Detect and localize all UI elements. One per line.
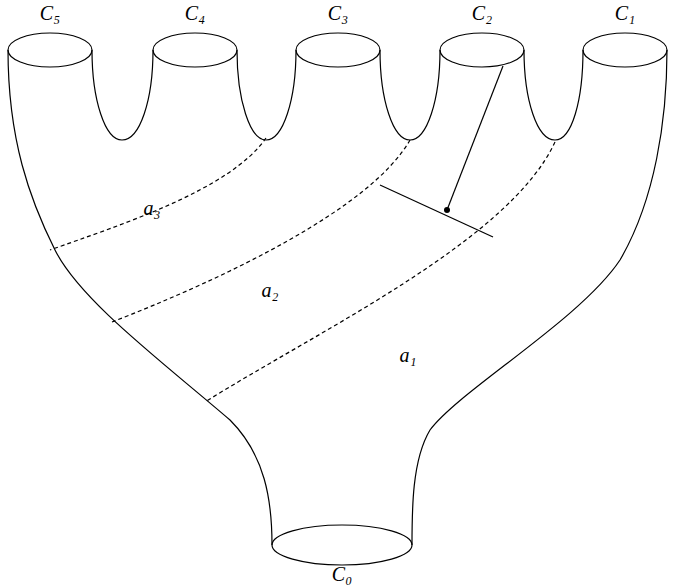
boundary-label: C₄ (185, 3, 205, 23)
base-point (444, 207, 450, 213)
boundary-label: C₁ (615, 3, 635, 23)
neck-curve (92, 50, 153, 140)
boundary-circle (440, 33, 524, 67)
curve-dashed (205, 142, 555, 402)
boundary-circle (272, 525, 412, 565)
curve-dashed (112, 140, 410, 322)
boundary-label: C₂ (472, 3, 492, 23)
boundary-label: C₃ (328, 3, 348, 23)
outer-outline (8, 50, 272, 545)
boundary-circle (583, 33, 667, 67)
boundary-circle (8, 33, 92, 67)
outer-outline (412, 50, 667, 545)
arc-segment (447, 66, 503, 210)
neck-curve (524, 50, 583, 140)
boundary-label: C₀ (332, 564, 352, 584)
curve-label: a₃ (144, 198, 161, 218)
curve-dashed (50, 138, 266, 250)
curve-label: a₂ (262, 280, 279, 300)
boundary-label: C₅ (40, 3, 60, 23)
boundary-circle (296, 33, 380, 67)
neck-curve (237, 50, 296, 140)
neck-curve (380, 50, 440, 140)
curve-label: a₁ (400, 345, 417, 365)
boundary-circle (153, 33, 237, 67)
arc-segment (380, 185, 493, 237)
